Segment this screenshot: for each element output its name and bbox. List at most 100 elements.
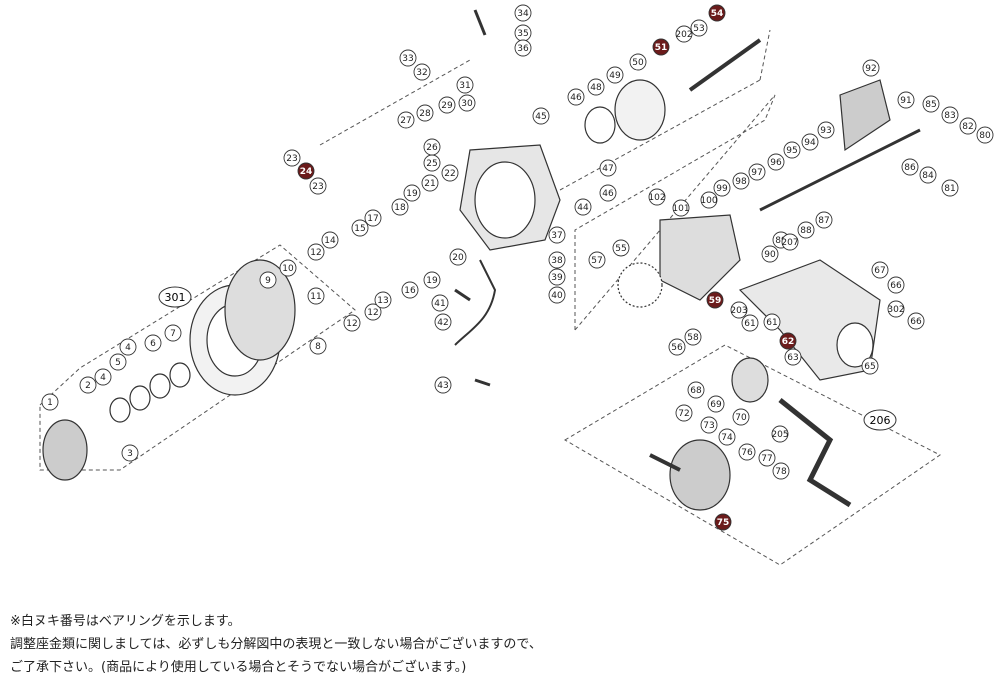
part-label-circle [672, 199, 690, 217]
part-label-74: 74 [718, 428, 736, 446]
part-label-circle [748, 163, 766, 181]
part-label-40: 40 [548, 286, 566, 304]
part-label-circle [532, 107, 550, 125]
part-label-43: 43 [434, 376, 452, 394]
part-label-text: 6 [150, 339, 156, 349]
part-label-text: 61 [766, 318, 777, 328]
part-label-circle [121, 444, 139, 462]
part-label-12: 12 [307, 243, 325, 261]
part-label-text: 35 [517, 29, 528, 39]
part-label-55: 55 [612, 239, 630, 257]
part-label-circle [779, 332, 797, 350]
part-label-31: 31 [456, 76, 474, 94]
part-label-text: 30 [461, 99, 473, 109]
part-label-circle [887, 276, 905, 294]
part-label-text: 205 [771, 430, 788, 440]
part-label-68: 68 [687, 381, 705, 399]
spool-group-outline [39, 244, 356, 471]
part-label-circle [279, 259, 297, 277]
part-label-35: 35 [514, 24, 532, 42]
part-label-circle [706, 291, 724, 309]
part-label-39: 39 [548, 268, 566, 286]
drag-washer [169, 362, 191, 388]
part-label-circle [79, 376, 97, 394]
part-label-23: 23 [309, 177, 327, 195]
part-label-text: 10 [282, 264, 294, 274]
part-label-13: 13 [374, 291, 392, 309]
part-label-76: 76 [738, 443, 756, 461]
part-label-circle [897, 91, 915, 109]
part-label-text: 20 [452, 253, 464, 263]
part-label-circle [41, 393, 59, 411]
part-label-circle [423, 138, 441, 156]
part-label-circle [700, 191, 718, 209]
part-label-circle [399, 49, 417, 67]
notes-block: ※白ヌキ番号はベアリングを示します。 調整座金類に関しましては、必ずしも分解図中… [10, 610, 990, 679]
part-label-46: 46 [567, 88, 585, 106]
part-label-circle [606, 66, 624, 84]
part-label-text: 70 [735, 413, 747, 423]
part-label-3: 3 [121, 444, 139, 462]
group-label-206: 206 [863, 409, 897, 431]
part-label-21: 21 [421, 174, 439, 192]
part-label-circle [629, 53, 647, 71]
part-label-circle [574, 198, 592, 216]
part-label-38: 38 [548, 251, 566, 269]
part-label-text: 58 [687, 333, 699, 343]
part-label-text: 46 [570, 93, 582, 103]
group-label-oval [158, 286, 192, 308]
part-label-text: 9 [265, 276, 271, 286]
part-label-circle [321, 231, 339, 249]
part-label-23: 23 [283, 149, 301, 167]
part-label-26: 26 [423, 138, 441, 156]
part-label-15: 15 [351, 219, 369, 237]
rotor-group-line-2 [759, 29, 771, 81]
part-label-text: 19 [406, 189, 418, 199]
part-label-text: 54 [711, 9, 724, 19]
part-label-18: 18 [391, 198, 409, 216]
part-label-circle [675, 404, 693, 422]
part-label-circle [690, 19, 708, 37]
part-label-circle [767, 153, 785, 171]
part-label-1: 1 [41, 393, 59, 411]
screw [473, 9, 487, 36]
part-label-86: 86 [901, 158, 919, 176]
part-label-circle [781, 233, 799, 251]
part-label-5: 5 [109, 353, 127, 371]
part-label-96: 96 [767, 153, 785, 171]
part-label-text: 100 [700, 196, 717, 206]
part-label-63: 63 [784, 348, 802, 366]
bail-wire [454, 259, 497, 346]
part-label-text: 101 [672, 204, 689, 214]
part-label-text: 37 [551, 231, 562, 241]
part-label-32: 32 [413, 63, 431, 81]
part-label-text: 29 [441, 101, 453, 111]
part-label-circle [567, 88, 585, 106]
rotor-center [474, 161, 536, 239]
part-label-text: 91 [900, 96, 911, 106]
part-label-65: 65 [861, 357, 879, 375]
part-label-circle [401, 281, 419, 299]
part-label-text: 5 [115, 358, 121, 368]
part-label-51: 51 [652, 38, 670, 56]
screw [454, 288, 471, 302]
part-label-text: 12 [310, 248, 321, 258]
part-label-54: 54 [708, 4, 726, 22]
part-label-90: 90 [761, 245, 779, 263]
part-label-text: 16 [404, 286, 416, 296]
part-label-circle [817, 121, 835, 139]
part-label-100: 100 [700, 191, 718, 209]
washer-note-line-2: ご了承下さい。(商品により使用している場合とそうでない場合がございます。) [10, 660, 467, 675]
part-label-text: 44 [577, 203, 589, 213]
part-label-text: 8 [315, 342, 321, 352]
part-label-45: 45 [532, 107, 550, 125]
part-label-75: 75 [714, 513, 732, 531]
part-label-circle [675, 25, 693, 43]
part-label-text: 12 [367, 308, 378, 318]
part-label-2: 2 [79, 376, 97, 394]
part-label-circle [423, 271, 441, 289]
part-label-41: 41 [431, 294, 449, 312]
part-label-circle [684, 328, 702, 346]
part-label-text: 66 [890, 281, 902, 291]
